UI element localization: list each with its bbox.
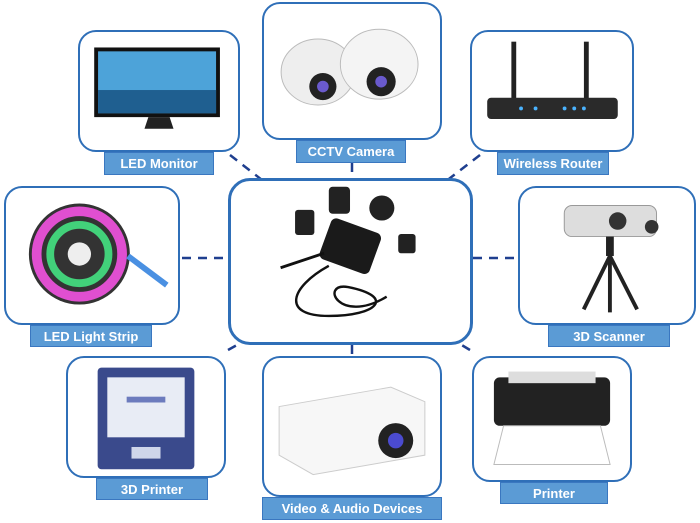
monitor-icon: [94, 47, 220, 129]
label-3d-printer: 3D Printer: [96, 478, 208, 500]
led-strip-icon: [28, 203, 169, 305]
power-adapter-icon: [280, 186, 416, 318]
device-box-3d-scanner: [518, 186, 696, 325]
label-cctv-camera: CCTV Camera: [296, 140, 406, 163]
device-box-led-light-strip: [4, 186, 180, 325]
label-led-monitor: LED Monitor: [104, 152, 214, 175]
scanner-icon: [563, 204, 659, 313]
power-adapter-box: [228, 178, 473, 345]
label-printer: Printer: [500, 482, 608, 504]
connector-router: [444, 154, 481, 183]
printer-icon: [493, 371, 611, 465]
connector-3d-printer: [227, 333, 256, 352]
device-box-video-audio: [262, 356, 442, 497]
camera-icon: [280, 28, 419, 106]
label-3d-scanner: 3D Scanner: [548, 325, 670, 347]
device-box-led-monitor: [78, 30, 240, 152]
device-box-printer: [472, 356, 632, 482]
device-box-3d-printer: [66, 356, 226, 478]
label-led-light-strip: LED Light Strip: [30, 325, 152, 347]
projector-icon: [278, 386, 426, 476]
3d-printer-icon: [97, 367, 195, 470]
label-wireless-router: Wireless Router: [497, 152, 609, 175]
router-icon: [487, 41, 618, 120]
device-box-cctv-camera: [262, 2, 442, 140]
device-box-wireless-router: [470, 30, 634, 152]
connector-monitor: [229, 154, 263, 181]
label-video-audio-devices: Video & Audio Devices: [262, 497, 442, 520]
